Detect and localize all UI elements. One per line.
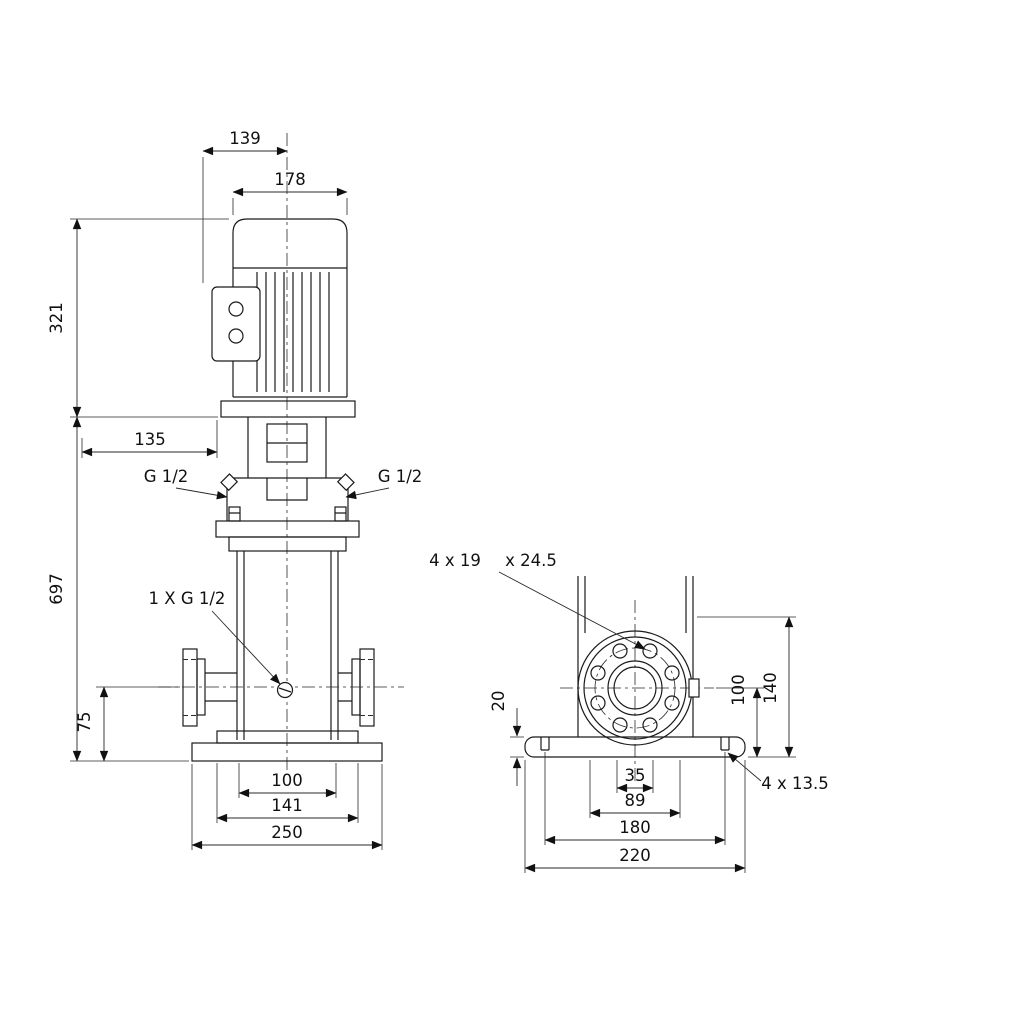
dim-139-label: 139 [229,129,261,148]
dim-220-label: 220 [619,846,651,865]
gauge-plug-right [336,473,355,492]
motor-flange [220,400,356,418]
dim-75-label: 75 [75,712,94,733]
dim-100-side-label: 100 [729,674,748,706]
stud-bolt [228,506,241,522]
drain-label: 1 X G 1/2 [149,589,226,608]
dim-321-label: 321 [47,302,66,334]
dim-20-label: 20 [489,691,508,712]
side-dimensions: 4 x 19 x 24.5 20 100 140 35 89 180 220 4… [429,551,829,873]
gauge-plug-left [220,473,239,492]
discharge-flange [338,648,375,727]
side-view [524,576,746,782]
terminal-screw [228,328,244,344]
dim-89-label: 89 [625,791,646,810]
suction-flange [182,648,237,727]
dim-140-label: 140 [761,672,780,704]
bolt-hole [642,643,658,659]
dim-697-label: 697 [47,573,66,605]
port-label-right: G 1/2 [378,467,423,486]
stud-bolt [334,506,347,522]
base-plate [524,736,746,758]
flange-holes-label: 4 x 19 [429,551,481,570]
front-view [158,133,404,772]
dim-100-label: 100 [271,771,303,790]
dim-250-label: 250 [271,823,303,842]
bolt-hole [642,717,658,733]
dim-35-label: 35 [625,766,646,785]
dim-135-label: 135 [134,430,166,449]
dim-180-label: 180 [619,818,651,837]
pump-head [215,473,360,538]
terminal-box [211,286,261,362]
motor [220,218,356,418]
terminal-screw [228,301,244,317]
pump-body-side [577,576,694,737]
front-dimensions: 139 178 321 697 135 75 G 1/2 G 1/2 1 X G… [47,129,422,850]
flange-face [577,630,700,746]
base-holes [540,737,730,751]
chamber-stack [228,536,347,740]
bolt-hole [612,643,628,659]
bolt-hole [664,695,680,711]
side-tab [688,678,700,698]
motor-fins [256,272,330,392]
bolt-hole [590,695,606,711]
drain-plug [276,681,294,699]
bolt-circle [594,647,676,729]
pump-base [191,730,383,762]
bolt-hole [590,665,606,681]
base-holes-label: 4 x 13.5 [761,774,829,793]
dim-178-label: 178 [274,170,306,189]
coupling-stool [247,417,327,478]
port-label-left: G 1/2 [144,467,189,486]
bolt-hole [664,665,680,681]
flange-cbore-label: x 24.5 [505,551,557,570]
bolt-hole [612,717,628,733]
dim-141-label: 141 [271,796,303,815]
